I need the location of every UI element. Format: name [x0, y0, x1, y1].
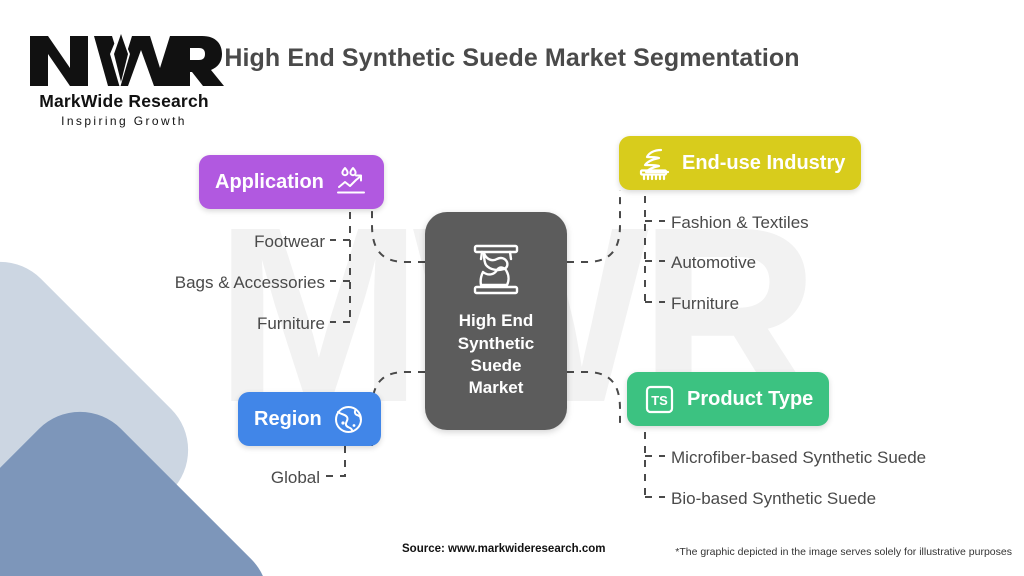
center-label-line: Synthetic [457, 333, 535, 353]
brand-logo: MarkWide Research Inspiring Growth [24, 28, 224, 128]
leaf-end-use-1: Automotive [671, 253, 757, 272]
leaf-end-use-2: Furniture [671, 294, 740, 313]
center-label-line: Market [468, 378, 524, 398]
leaf-end-use-0: Fashion & Textiles [671, 213, 809, 232]
branch-label-end-use-industry: End-use Industry [682, 151, 846, 174]
center-node-label: High End Synthetic Suede Market [458, 310, 535, 400]
leaf-product-type-1: Bio-based Synthetic Suede [671, 489, 877, 508]
leaf-product-type-0: Microfiber-based Synthetic Suede [671, 448, 927, 467]
branch-pill-end-use-industry[interactable]: End-use Industry [619, 136, 862, 190]
brand-name: MarkWide Research [39, 91, 209, 111]
leaf-region-0: Global [270, 468, 320, 487]
disclaimer-text: *The graphic depicted in the image serve… [675, 546, 1012, 558]
leaf-application-1: Bags & Accessories [174, 273, 325, 292]
fabric-suede-icon [473, 244, 519, 295]
water-repellent-chart-icon [334, 165, 368, 199]
fabric-brush-icon [635, 145, 671, 181]
source-credit: Source: www.markwideresearch.com [402, 543, 606, 555]
globe-icon [332, 403, 365, 436]
center-label-line: High End [458, 311, 534, 331]
ts-square-icon: TS [643, 383, 676, 416]
branch-pill-product-type[interactable]: TS Product Type [627, 372, 830, 426]
branch-label-product-type: Product Type [687, 387, 814, 410]
center-node-high-end-synthetic-suede-market[interactable]: High End Synthetic Suede Market [425, 212, 567, 430]
center-label-line: Suede [470, 356, 522, 375]
branch-label-region: Region [254, 407, 322, 430]
branch-pill-region[interactable]: Region [238, 392, 381, 446]
leaf-application-2: Furniture [256, 314, 325, 333]
mwr-logo-mark [30, 30, 224, 88]
svg-text:TS: TS [651, 393, 668, 408]
branch-pill-application[interactable]: Application [199, 155, 384, 209]
branch-label-application: Application [215, 170, 324, 193]
leaf-application-0: Footwear [254, 232, 325, 251]
brand-tagline: Inspiring Growth [61, 114, 187, 128]
page-title: High End Synthetic Suede Market Segmenta… [224, 44, 800, 72]
